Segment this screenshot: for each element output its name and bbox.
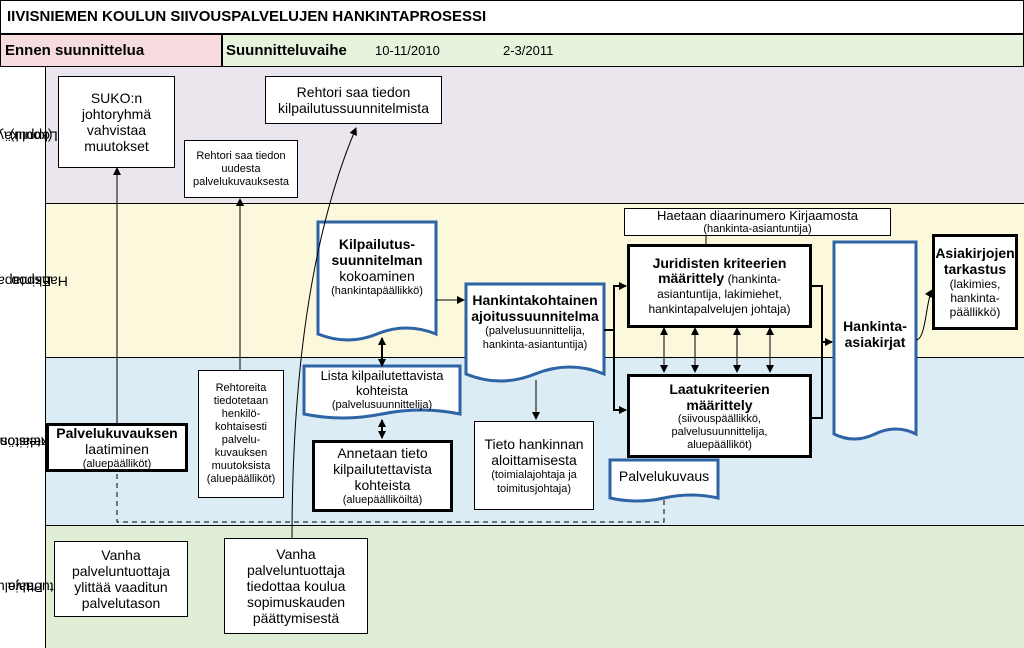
doc-line: Kilpailutus- xyxy=(338,236,416,252)
box-line: Juridisten kriteerien xyxy=(652,255,787,271)
box-line: Rehtoreita xyxy=(215,382,267,394)
doc-line: (palvelusuunnittelija, xyxy=(485,325,585,337)
box-line: Asiakirjojen xyxy=(935,245,1015,261)
doc-line: kohteista xyxy=(355,383,409,398)
box-line: henkilö- xyxy=(221,408,261,420)
phase-planning: Suunnitteluvaihe 10-11/2010 2-3/2011 xyxy=(222,34,1024,67)
box-line: päättymisestä xyxy=(252,610,340,626)
doc-line: asiakirjat xyxy=(844,334,906,350)
lane-label-property-maintenance: Kiinteistönhoito-Liikelaitos xyxy=(0,358,64,526)
box-line: Annetaan tieto xyxy=(337,445,428,461)
box-principal-informed-plans: Rehtori saa tiedon kilpailutussuunnitelm… xyxy=(265,76,442,124)
phase-planning-label: Suunnitteluvaihe xyxy=(226,42,347,59)
box-line: aluepäälliköt) xyxy=(687,438,752,451)
box-line: Vanha xyxy=(276,546,316,562)
box-line: (toimialajohtaja ja xyxy=(491,468,577,481)
box-line: määrittely xyxy=(686,396,753,413)
box-line: (hankinta- xyxy=(727,272,781,286)
box-target-info-given: Annetaan tieto kilpailutettavista kohtei… xyxy=(312,440,453,512)
box-line: asiantuntija, lakimiehet, xyxy=(657,287,782,301)
doc-target-list: Lista kilpailutettavista kohteista (palv… xyxy=(304,368,460,412)
box-line: toimitusjohtaja) xyxy=(497,482,571,495)
box-service-description-drafting: Palvelukuvauksen laatiminen (aluepäällik… xyxy=(46,423,188,472)
box-line: palvelutason xyxy=(81,595,161,611)
box-line: kohtaisesti xyxy=(215,421,267,433)
box-line: palveluntuottaja xyxy=(71,563,171,579)
box-line: Haetaan diaarinumero Kirjaamosta xyxy=(657,208,858,223)
box-document-review: Asiakirjojen tarkastus (lakimies, hankin… xyxy=(932,234,1018,330)
box-line: (lakimies, xyxy=(949,277,1001,291)
box-line: palvelusuunnittelija, xyxy=(671,425,768,438)
phase-date-2: 2-3/2011 xyxy=(503,43,554,58)
box-line: sopimuskauden xyxy=(246,594,346,610)
lane-label-end-user: Loppukäyttäjä(koulu) xyxy=(0,67,58,204)
doc-line: hankinta-asiantuntija) xyxy=(482,339,588,351)
box-line: Laatukriteerien xyxy=(669,380,770,397)
doc-line: Lista kilpailutettavista xyxy=(320,368,444,383)
lane-label-line: tuottaja xyxy=(8,579,54,596)
doc-line: Palvelukuvaus xyxy=(618,468,710,484)
box-quality-criteria: Laatukriteerien määrittely (siivouspääll… xyxy=(627,374,812,458)
box-line: tiedotetaan xyxy=(213,395,269,407)
box-line: aloittamisesta xyxy=(491,451,577,468)
box-line: päällikkö) xyxy=(949,305,1001,319)
box-old-provider-exceeds: Vanha palveluntuottaja ylittää vaaditun … xyxy=(54,541,188,617)
box-line: Tieto hankinnan xyxy=(484,435,584,452)
box-line: hankintapalvelujen johtaja) xyxy=(648,302,791,316)
box-line: Palvelukuvauksen xyxy=(56,424,178,441)
box-line: kuvauksen xyxy=(214,447,268,459)
box-line: vahvistaa xyxy=(86,122,147,138)
box-line: (aluepäälliköt) xyxy=(82,457,152,470)
doc-procurement-documents: Hankinta- asiakirjat xyxy=(834,318,916,358)
box-line: Vanha xyxy=(101,547,141,563)
lane-label-procurement: Hankintapalvelut/Espoo xyxy=(0,204,68,358)
box-line: johtoryhmä xyxy=(81,106,152,122)
lane-label-service-provider: Palvelun-tuottaja xyxy=(0,526,54,648)
box-line: uudesta xyxy=(221,162,261,175)
box-line: kilpailutussuunnitelmista xyxy=(278,100,429,116)
box-line: palvelukuvauksesta xyxy=(192,175,289,188)
doc-line: ajoitussuunnitelma xyxy=(471,308,599,324)
box-legal-criteria: Juridisten kriteerien määrittely (hankin… xyxy=(627,244,812,328)
box-suko-approves: SUKO:n johtoryhmä vahvistaa muutokset xyxy=(58,76,175,168)
box-old-provider-informs: Vanha palveluntuottaja tiedottaa koulua … xyxy=(224,538,368,634)
box-line: tarkastus xyxy=(943,261,1007,277)
box-line: tiedottaa koulua xyxy=(246,578,346,594)
phase-date-1: 10-11/2010 xyxy=(375,43,440,58)
doc-line: kokoaminen xyxy=(339,268,415,284)
box-line: (hankinta-asiantuntija) xyxy=(703,223,812,235)
box-line: muutokset xyxy=(84,138,149,154)
doc-competitive-plan: Kilpailutus- suunnitelman kokoaminen (ha… xyxy=(318,236,436,326)
box-line: muutoksista xyxy=(211,460,271,472)
box-registry-number: Haetaan diaarinumero Kirjaamosta (hankin… xyxy=(624,208,891,236)
box-line: kilpailutettavista xyxy=(333,461,432,477)
doc-line: suunnitelman xyxy=(331,252,423,268)
box-line: palveluntuottaja xyxy=(246,562,346,578)
box-line: ylittää vaaditun xyxy=(74,579,168,595)
doc-line: (palvelusuunnittelija) xyxy=(331,399,433,411)
box-procurement-start-info: Tieto hankinnan aloittamisesta (toimiala… xyxy=(474,421,594,510)
doc-timing-plan: Hankintakohtainen ajoitussuunnitelma (pa… xyxy=(466,292,604,362)
lane-label-line: Espoo xyxy=(11,273,51,290)
doc-line: Hankinta- xyxy=(843,318,907,334)
box-line: Rehtori saa tiedon xyxy=(296,84,411,100)
doc-line: Hankintakohtainen xyxy=(472,292,598,308)
box-line: palvelu- xyxy=(221,434,261,446)
box-line: laatiminen xyxy=(85,440,149,457)
box-line: (siivouspäällikkö, xyxy=(677,412,762,425)
box-line: hankinta- xyxy=(950,291,1000,305)
doc-service-description: Palvelukuvaus xyxy=(610,468,718,490)
box-line: SUKO:n xyxy=(90,90,143,106)
box-line: (aluepäälliköt) xyxy=(206,473,276,485)
box-line: määrittely xyxy=(658,270,725,286)
box-principal-informed-description: Rehtori saa tiedon uudesta palvelukuvauk… xyxy=(184,140,298,198)
box-line: kohteista xyxy=(354,477,411,493)
diagram-title: IIVISNIEMEN KOULUN SIIVOUSPALVELUJEN HAN… xyxy=(0,0,1024,34)
box-line: (aluepäälliköiltä) xyxy=(342,494,423,506)
box-principals-informed: Rehtoreita tiedotetaan henkilö- kohtaise… xyxy=(198,370,284,498)
box-line: Rehtori saa tiedon xyxy=(196,149,286,162)
phase-before-planning: Ennen suunnittelua xyxy=(0,34,222,67)
doc-line: (hankintapäällikkö) xyxy=(331,285,423,297)
